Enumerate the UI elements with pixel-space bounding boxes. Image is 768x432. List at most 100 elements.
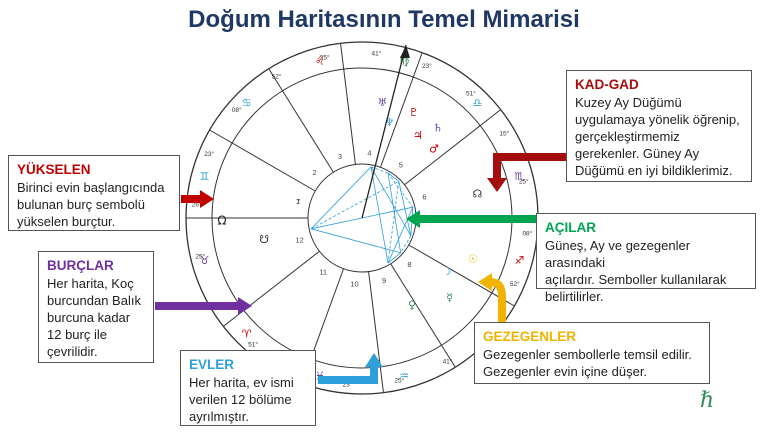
zodiac-sign-glyph: ♌ (315, 55, 325, 68)
gezegenler-text: Gezegenler sembollerle temsil edilir. Ge… (483, 347, 692, 379)
acilar-box: AÇILAR Güneş, Ay ve gezegenler arasındak… (536, 213, 756, 304)
cusp-degree-label: 23° (422, 62, 432, 70)
acilar-heading: AÇILAR (545, 220, 596, 235)
aspect-line (370, 166, 412, 236)
house-cusp-line (209, 129, 316, 192)
evler-text: Her harita, ev ismi verilen 12 bölüme ay… (189, 375, 294, 424)
aspect-line (398, 181, 412, 236)
cusp-degree-label: 08° (232, 106, 242, 114)
kadgad-arrow (487, 153, 570, 192)
planet-glyph: ♅ (378, 96, 388, 109)
gezegenler-box: GEZEGENLER Gezegenler sembollerle temsil… (474, 322, 710, 384)
planet-glyph: ☊ (473, 187, 483, 200)
house-number: 2 (312, 168, 316, 177)
yukselen-box: YÜKSELEN Birinci evin başlangıcında bulu… (8, 155, 180, 231)
house-number: 5 (399, 161, 403, 170)
page-title: Doğum Haritasının Temel Mimarisi (188, 6, 580, 33)
house-cusp-line (379, 52, 423, 168)
kadgad-box: KAD-GAD Kuzey Ay Düğümü uygulamaya yönel… (566, 70, 752, 182)
aspect-line (370, 166, 389, 174)
house-cusps (186, 43, 538, 393)
zodiac-sign-glyph: ♉ (200, 254, 210, 267)
zodiac-sign-glyph: ♈ (242, 327, 252, 340)
house-cusp-line (340, 43, 356, 165)
gezegenler-heading: GEZEGENLER (483, 329, 577, 344)
planet-glyph: ♂ (429, 143, 439, 156)
midheaven-line (361, 44, 407, 219)
gezegenler-arrow (478, 273, 506, 322)
house-number: 8 (407, 260, 411, 269)
burclar-text: Her harita, Koç burcundan Balık burcuna … (47, 276, 141, 359)
cusp-degree-label: 08° (522, 229, 532, 237)
zodiac-sign-glyph: ♎ (472, 97, 482, 110)
cusp-degree-label: 41° (443, 357, 453, 365)
aspect-line (370, 166, 389, 264)
house-number: 6 (422, 193, 426, 202)
acilar-text: Güneş, Ay ve gezegenler arasındaki açıla… (545, 238, 727, 304)
zodiac-sign-glyph: ♐ (515, 254, 525, 267)
house-cusp-line (404, 109, 501, 186)
house-cusp-line (408, 244, 515, 307)
house-cusp-line (368, 271, 384, 393)
aspect-line (310, 180, 399, 230)
author-signature: ℏ (700, 388, 715, 413)
burclar-arrow (155, 297, 252, 315)
planet-glyph: ♄ (433, 122, 443, 135)
aspect-lines (310, 166, 414, 264)
cusp-degree-label: 26° (192, 201, 202, 209)
cusp-degree-label: 25° (195, 252, 205, 260)
aspect-line (387, 207, 414, 264)
zodiac-sign-glyph: ♊ (200, 170, 210, 183)
planet-glyph: ☉ (468, 252, 478, 265)
yukselen-arrow (181, 190, 214, 208)
planet-glyph: ☿ (446, 291, 453, 304)
house-number: 3 (338, 152, 342, 161)
cusp-degree-label: 23° (204, 150, 214, 158)
kadgad-heading: KAD-GAD (575, 77, 639, 92)
acilar-arrow (406, 210, 538, 228)
cusp-degree-label: 52° (510, 280, 520, 288)
evler-arrow (318, 353, 383, 384)
cusp-degree-label: 15° (499, 130, 509, 138)
cusp-degree-label: 25° (519, 178, 529, 186)
burclar-box: BURÇLAR Her harita, Koç burcundan Balık … (38, 251, 154, 363)
house-number: 12 (295, 235, 303, 244)
house-number: 10 (350, 280, 358, 289)
zodiac-sign-glyph: ♓ (315, 369, 325, 382)
cusp-degree-label: 51° (248, 340, 258, 348)
aspect-line (310, 166, 372, 230)
midheaven-arrowhead (400, 45, 410, 58)
house-number: 4 (367, 148, 371, 157)
house-number: 7 (296, 197, 300, 206)
burclar-heading: BURÇLAR (47, 258, 114, 273)
planet-glyph: ☽ (442, 265, 452, 278)
planet-glyph: ♆ (385, 116, 395, 129)
house-number: 9 (382, 276, 386, 285)
evler-box: EVLER Her harita, ev ismi verilen 12 böl… (180, 350, 316, 426)
aspect-line (387, 181, 400, 264)
planet-glyph: ♀ (408, 299, 416, 312)
evler-heading: EVLER (189, 357, 235, 372)
aspect-line (387, 252, 401, 264)
planet-glyph: ♃ (413, 129, 423, 142)
house-cusp-line (390, 263, 456, 368)
house-number: 1 (296, 197, 300, 206)
cusp-degree-label: 23° (343, 380, 353, 388)
planet-glyph: ☋ (259, 233, 269, 246)
zodiac-sign-glyph: ♏ (515, 170, 525, 183)
zodiac-sign-glyph: ♍ (399, 55, 409, 68)
aspect-line (400, 235, 412, 254)
zodiac-sign-glyph: ♒ (399, 369, 409, 382)
kadgad-text: Kuzey Ay Düğümü uygulamaya yönelik öğren… (575, 95, 740, 178)
planet-glyph: ♇ (409, 106, 419, 119)
yukselen-heading: YÜKSELEN (17, 162, 91, 177)
aspect-line (387, 172, 400, 182)
house-number: 11 (319, 267, 327, 276)
yukselen-text: Birinci evin başlangıcında bulunan burç … (17, 180, 165, 229)
house-cusp-line (268, 68, 334, 173)
cusp-degree-label: 51° (466, 90, 476, 98)
cusp-degree-label: 25° (320, 53, 330, 61)
ascendant-glyph: Ω (217, 213, 226, 227)
zodiac-sign-glyph: ♋ (242, 97, 252, 110)
cusp-degree-label: 25° (394, 377, 404, 385)
